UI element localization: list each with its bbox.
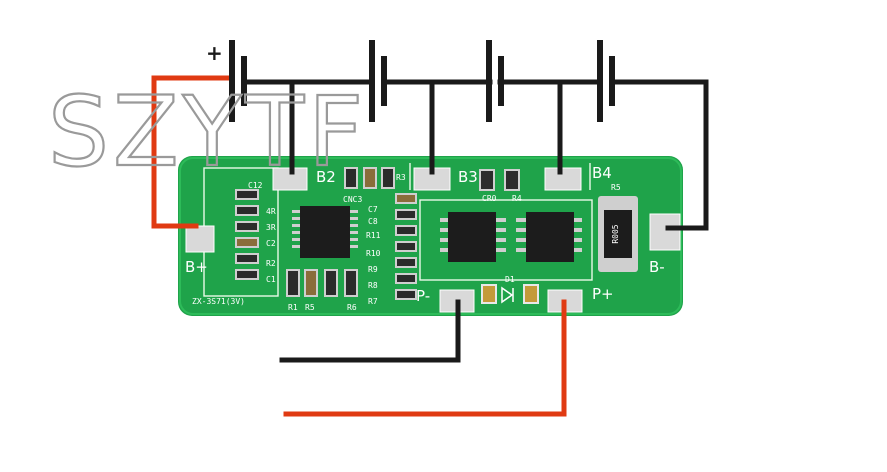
pad-label-b4: B4 [592,164,612,182]
silk-cnc3: CNC3 [343,195,362,204]
wires [151,75,709,417]
pad-label-b3: B3 [458,168,478,186]
part-r4 [504,169,520,191]
silk-r2: R2 [266,259,276,268]
mosfet-1 [440,212,506,262]
silk-outline-ic [419,199,593,281]
battery-pack [229,40,615,122]
battery-cell-2 [369,40,387,122]
silk-c8: C8 [368,217,378,226]
silk-r11: R11 [366,231,381,240]
pad-b-plus [185,225,215,253]
test-pad-right [523,284,539,304]
pad-b-minus [649,213,681,251]
smd-middle [286,167,417,300]
part-cr0 [479,169,495,191]
smd-left-column [235,189,259,280]
wire-b-plus-red [151,75,235,229]
silk-c12: C12 [248,181,263,190]
silk-r5: R5 [611,183,621,192]
battery-cell-1 [229,40,247,122]
battery-plus-label: + [206,41,223,65]
silk-r8: R8 [368,281,378,290]
watermark-logo: SZYTF [48,76,367,188]
silk-r3: R3 [396,173,406,182]
battery-cell-3 [486,40,504,122]
silk-3r: 3R [266,223,276,232]
silk-r1: R1 [288,303,298,312]
mosfet-2 [516,212,582,262]
silk-4r: 4R [266,207,276,216]
silk-model: ZX-3S71(3V) [192,297,245,306]
pad-label-p-plus: P+ [592,285,614,303]
silk-d1: D1 [505,275,515,284]
wire-b-minus [609,79,709,231]
silk-r9: R9 [368,265,378,274]
silk-c7: C7 [368,205,378,214]
silk-r10: R10 [366,249,381,258]
pad-label-b-plus: B+ [185,258,208,276]
silk-c2: C2 [266,239,276,248]
pad-b4 [544,167,582,191]
silk-r6: R6 [347,303,357,312]
wire-p-plus-red [283,299,567,417]
silk-r7: R7 [368,297,378,306]
ic-left [292,206,358,258]
pad-label-b2: B2 [316,168,336,186]
silk-r4: R4 [512,194,522,203]
silk-c1: C1 [266,275,276,284]
wire-p-minus-black [279,299,461,363]
shunt-resistor: R005 [598,196,638,272]
diode-symbol-icon [501,286,514,304]
pad-label-p-minus: P- [416,287,430,305]
test-pad-left [481,284,497,304]
silk-cr0: CR0 [482,194,497,203]
silk-r5-bottom: R5 [305,303,315,312]
battery-cell-4 [597,40,615,122]
pcb-board: R005 B+ B2 B3 B4 B- P- P+ C12 4R 3R C2 R… [178,156,683,316]
pad-label-b-minus: B- [649,258,665,276]
shunt-label: R005 [611,224,620,243]
